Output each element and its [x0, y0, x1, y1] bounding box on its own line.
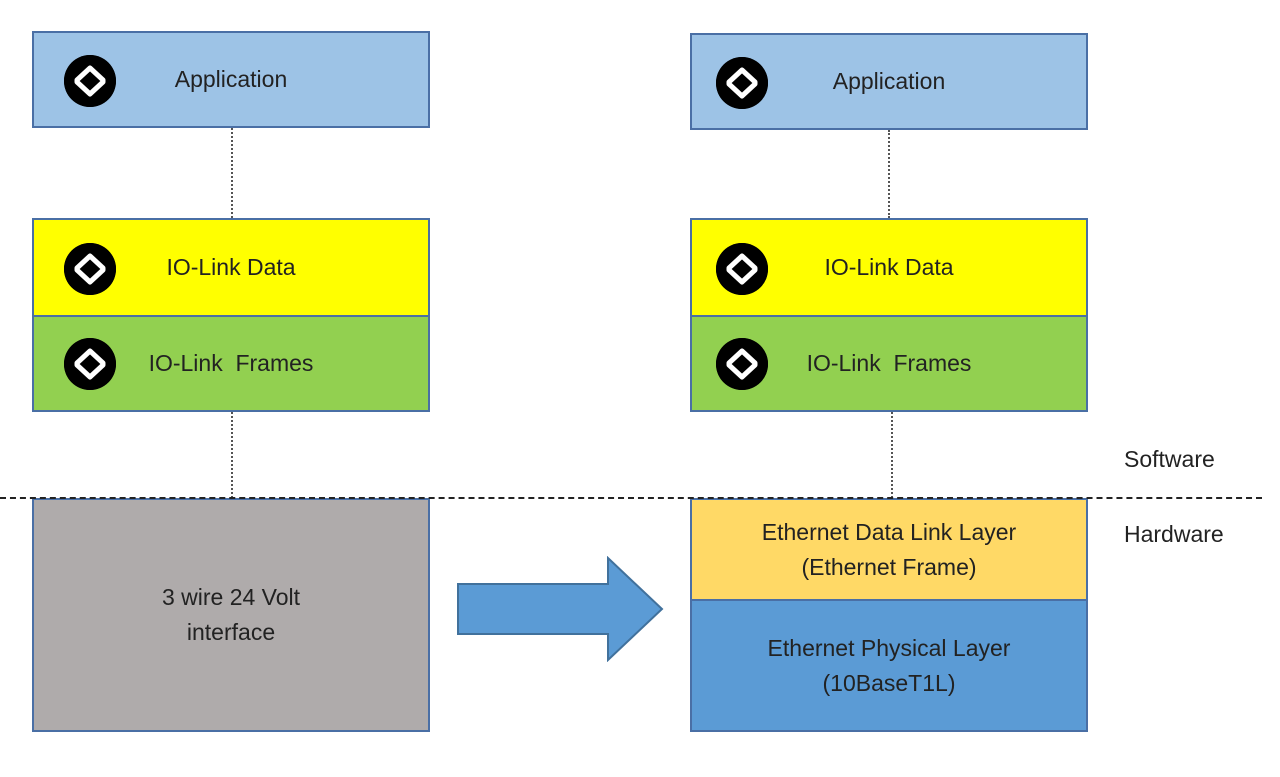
right-application-label: Application [832, 68, 946, 94]
right-iolink-frames-layer: IO-Link Frames [690, 315, 1088, 412]
physical-label-line1: Ethernet Physical Layer [767, 634, 1011, 661]
left-application-label: Application [174, 66, 288, 92]
exchange-arrows-icon [64, 338, 116, 390]
software-hardware-divider [0, 497, 1262, 499]
left-interface-label-line1: 3 wire 24 Volt [161, 584, 301, 610]
software-label: Software [1124, 446, 1215, 472]
left-application-layer: Application [32, 31, 430, 128]
left-iolink-frames-label: IO-Link Frames [148, 350, 314, 376]
exchange-arrows-icon [64, 243, 116, 295]
left-24v-interface-layer: 3 wire 24 Volt interface [32, 498, 430, 732]
exchange-arrows-icon [716, 338, 768, 390]
right-connector-bottom [891, 412, 893, 498]
transition-arrow [457, 556, 664, 662]
physical-label-line2: (10BaseT1L) [822, 669, 956, 696]
left-interface-label-line2: interface [186, 619, 276, 645]
left-connector-top [231, 128, 233, 218]
right-iolink-data-layer: IO-Link Data [690, 218, 1088, 317]
right-application-layer: Application [690, 33, 1088, 130]
datalink-label-line2: (Ethernet Frame) [801, 553, 977, 580]
right-iolink-data-label: IO-Link Data [824, 254, 954, 280]
exchange-arrows-icon [64, 55, 116, 107]
left-iolink-frames-layer: IO-Link Frames [32, 315, 430, 412]
left-connector-bottom [231, 412, 233, 498]
datalink-label-line1: Ethernet Data Link Layer [761, 518, 1017, 545]
hardware-label: Hardware [1124, 521, 1224, 547]
left-iolink-data-label: IO-Link Data [166, 254, 296, 280]
exchange-arrows-icon [716, 57, 768, 109]
exchange-arrows-icon [716, 243, 768, 295]
left-iolink-data-layer: IO-Link Data [32, 218, 430, 317]
right-connector-top [888, 130, 890, 218]
ethernet-physical-layer: Ethernet Physical Layer (10BaseT1L) [690, 599, 1088, 732]
right-iolink-frames-label: IO-Link Frames [806, 350, 972, 376]
ethernet-data-link-layer: Ethernet Data Link Layer (Ethernet Frame… [690, 498, 1088, 601]
